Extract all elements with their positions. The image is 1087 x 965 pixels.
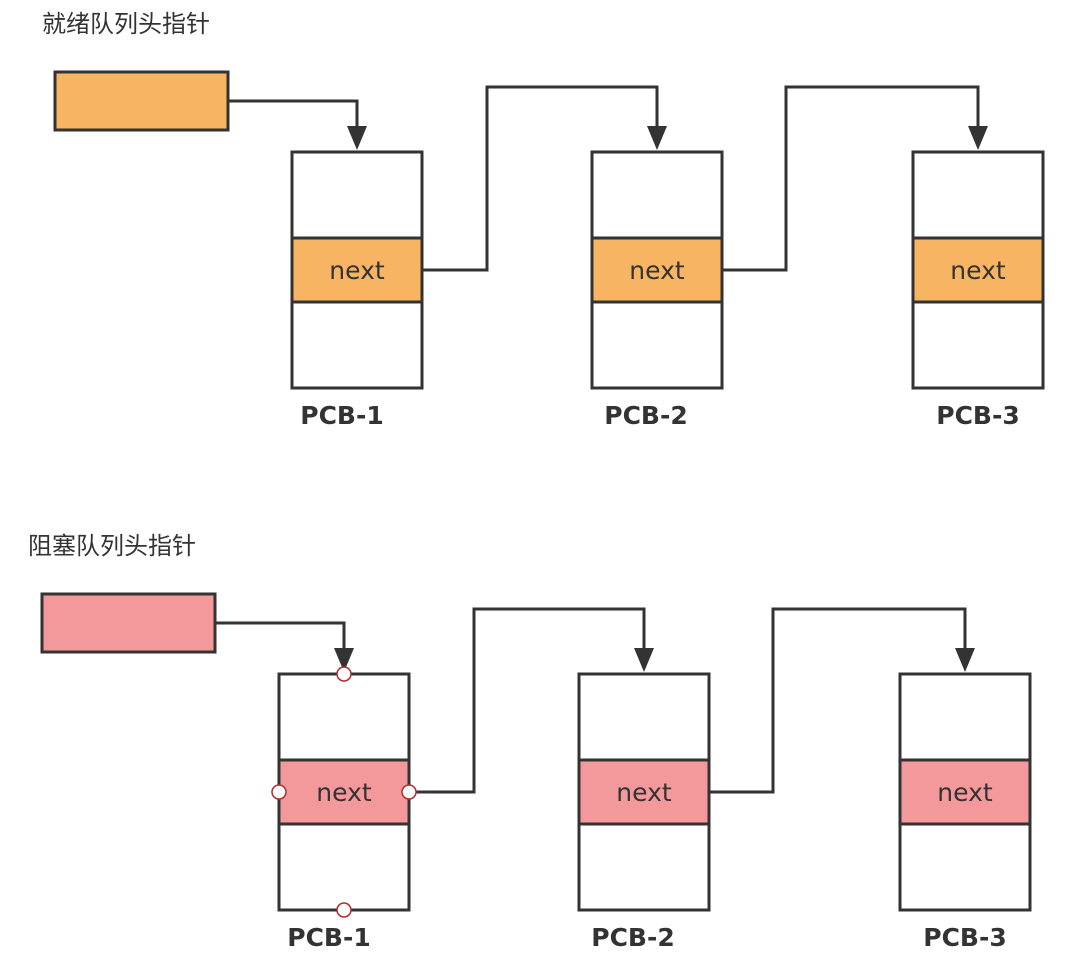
ready-pcb-3-label: PCB-3 (936, 401, 1020, 430)
ready-queue-group: 就绪队列头指针 next PCB-1 next PCB-2 next PCB-3 (42, 10, 1045, 430)
blocked-pcb-3-next-field (898, 758, 1032, 826)
ready-pcb-1-next-label: next (329, 256, 385, 285)
blocked-pcb1-to-pcb2-arrow (409, 607, 654, 794)
ready-pcb-1[interactable]: next PCB-1 (290, 150, 424, 430)
ready-pcb-2-label: PCB-2 (604, 401, 688, 430)
ready-head-to-pcb1-arrow (228, 99, 367, 150)
selection-handle-top[interactable] (336, 666, 352, 682)
selection-handle-right[interactable] (401, 784, 417, 800)
ready-pcb-2[interactable]: next PCB-2 (590, 150, 724, 430)
selection-handle-bottom[interactable] (336, 902, 352, 918)
ready-pcb-3-next-field (911, 236, 1045, 304)
ready-queue-title: 就绪队列头指针 (42, 10, 210, 38)
blocked-pcb-2-next-field (577, 758, 711, 826)
selection-handle-left[interactable] (271, 784, 287, 800)
blocked-pcb-2-next-label: next (616, 778, 672, 807)
blocked-head-to-pcb1-arrow (215, 621, 354, 672)
blocked-pcb-3[interactable]: next PCB-3 (898, 672, 1032, 952)
ready-pcb2-to-pcb3-arrow (722, 85, 988, 272)
ready-pcb-1-next-field (290, 236, 424, 304)
blocked-pcb2-to-pcb3-arrow (709, 607, 975, 794)
ready-pcb-3[interactable]: next PCB-3 (911, 150, 1045, 430)
ready-pcb-3-next-label: next (950, 256, 1006, 285)
blocked-pcb-2-label: PCB-2 (591, 923, 675, 952)
blocked-queue-group: 阻塞队列头指针 next PCB-1 next PCB-2 next PCB-3 (28, 532, 1032, 952)
ready-pcb-2-next-label: next (629, 256, 685, 285)
blocked-pcb-1-next-label: next (316, 778, 372, 807)
blocked-pcb-2[interactable]: next PCB-2 (577, 672, 711, 952)
blocked-pcb-1-label: PCB-1 (287, 923, 371, 952)
ready-pcb-1-label: PCB-1 (300, 401, 384, 430)
blocked-queue-head-pointer[interactable] (40, 592, 217, 654)
ready-queue-head-pointer[interactable] (53, 70, 230, 132)
ready-pcb1-to-pcb2-arrow (422, 85, 667, 272)
blocked-pcb-3-next-label: next (937, 778, 993, 807)
blocked-pcb-3-label: PCB-3 (923, 923, 1007, 952)
blocked-queue-title: 阻塞队列头指针 (28, 532, 196, 560)
